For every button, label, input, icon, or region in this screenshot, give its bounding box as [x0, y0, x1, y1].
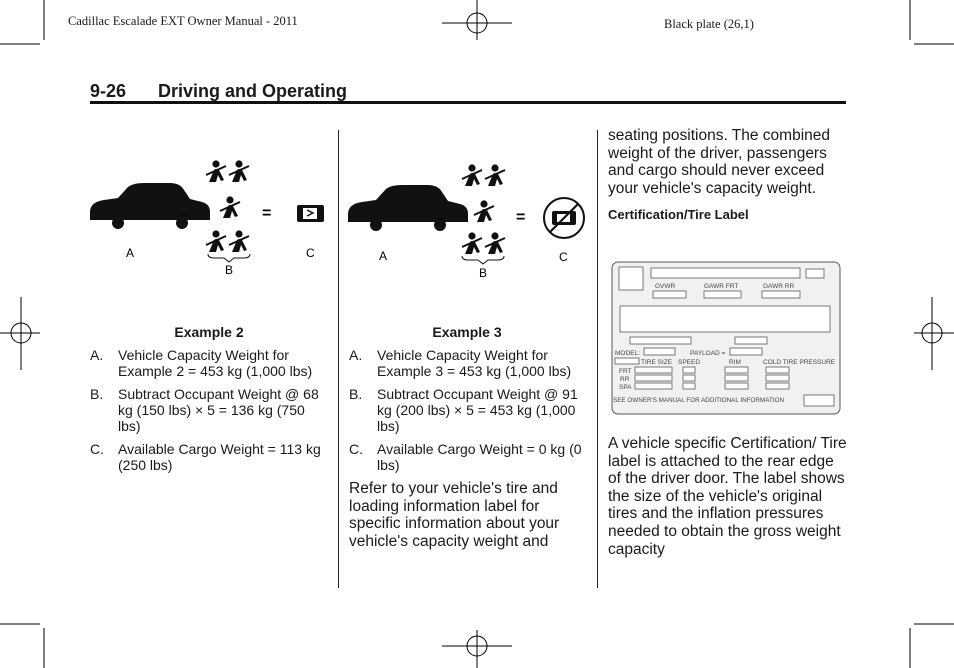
example3-caption: Example 3	[432, 324, 502, 340]
example2-list: A.Vehicle Capacity Weight for Example 2 …	[90, 347, 326, 480]
speed-label: SPEED	[678, 359, 700, 366]
list-item: B.Subtract Occupant Weight @ 91 kg (200 …	[349, 386, 578, 434]
right-paragraph-1: seating positions. The combined weight o…	[608, 127, 831, 197]
list-item: C.Available Cargo Weight = 113 kg (250 l…	[90, 441, 321, 473]
column-divider-1	[338, 130, 339, 588]
occupants-icon	[461, 163, 506, 255]
label-c: C	[306, 246, 315, 260]
label-b: B	[225, 263, 233, 277]
payload-label: PAYLOAD =	[690, 350, 726, 357]
example2-diagram: A – B = C	[90, 159, 324, 277]
section-number: 9-26	[90, 81, 127, 101]
right-paragraph-2: A vehicle specific Certification/ Tire l…	[608, 435, 847, 558]
label-a: A	[379, 249, 387, 263]
cargo-icon	[297, 205, 324, 222]
minus-sign: –	[437, 209, 445, 225]
cold-tire-pressure-label: COLD TIRE PRESSURE	[763, 359, 836, 366]
example3-paragraph: Refer to your vehicle's tire and loading…	[349, 480, 560, 550]
list-item: C.Available Cargo Weight = 0 kg (0 lbs)	[349, 441, 582, 473]
tire-size-label: TIRE SIZE	[641, 359, 673, 366]
label-b: B	[479, 266, 487, 280]
header-rule	[90, 101, 846, 104]
gvwr-label: GVWR	[655, 283, 676, 290]
example2-caption: Example 2	[174, 324, 244, 340]
certification-subheading: Certification/Tire Label	[608, 207, 749, 222]
example3-diagram: A – B = C	[348, 163, 585, 280]
plate-label: Black plate (26,1)	[664, 17, 754, 31]
no-cargo-icon	[543, 197, 585, 239]
list-item: B.Subtract Occupant Weight @ 68 kg (150 …	[90, 386, 319, 434]
certification-tire-label-figure: GVWR GAWR FRT GAWR RR MODEL: PAYLOAD = T…	[611, 261, 841, 415]
car-icon	[90, 183, 210, 229]
equals-sign: =	[262, 205, 271, 222]
column-divider-2	[597, 130, 598, 588]
model-label: MODEL:	[615, 350, 640, 357]
spa-label: SPA	[619, 384, 632, 391]
manual-title: Cadillac Escalade EXT Owner Manual - 201…	[68, 14, 298, 28]
section-title: Driving and Operating	[158, 81, 348, 101]
frt-label: FRT	[619, 368, 632, 375]
rr-label: RR	[620, 376, 630, 383]
equals-sign: =	[516, 209, 525, 226]
car-icon	[348, 185, 468, 231]
list-item: A.Vehicle Capacity Weight for Example 2 …	[90, 347, 313, 379]
example3-list: A.Vehicle Capacity Weight for Example 3 …	[349, 347, 587, 480]
gawr-frt-label: GAWR FRT	[704, 283, 738, 290]
label-c: C	[559, 250, 568, 264]
gawr-rr-label: GAWR RR	[763, 283, 794, 290]
label-a: A	[126, 246, 134, 260]
rim-label: RIM	[729, 359, 741, 366]
minus-sign: –	[180, 205, 188, 221]
occupants-icon	[205, 159, 250, 253]
list-item: A.Vehicle Capacity Weight for Example 3 …	[349, 347, 572, 379]
label-footer-text: SEE OWNER'S MANUAL FOR ADDITIONAL INFORM…	[613, 397, 784, 404]
